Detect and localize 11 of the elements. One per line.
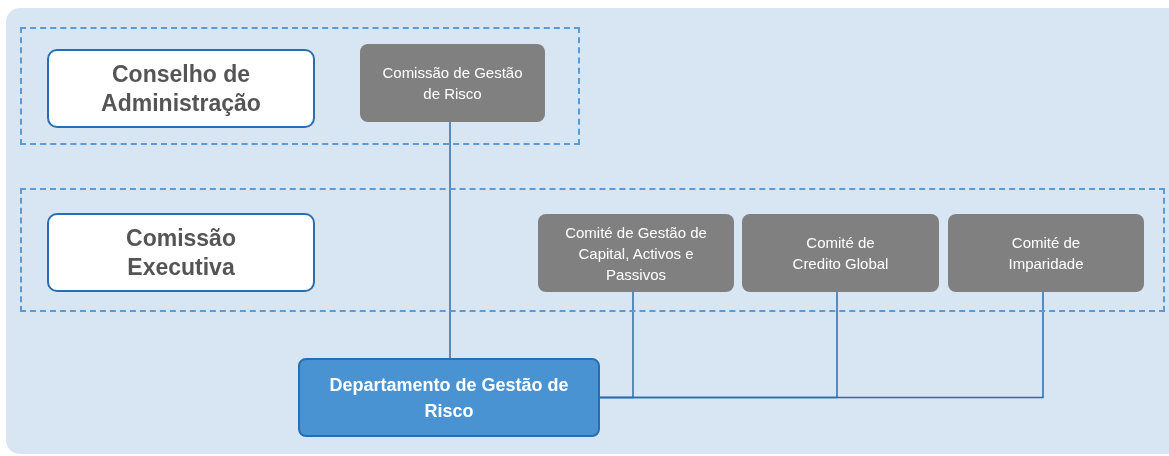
committee-box: Comité de Gestão de Capital, Activos e Passivos bbox=[538, 214, 734, 292]
governance-box: Comissão Executiva bbox=[47, 213, 315, 292]
governance-box: Conselho de Administração bbox=[47, 49, 315, 128]
connector-line bbox=[599, 289, 1044, 399]
committee-box: Comité de Imparidade bbox=[948, 214, 1144, 292]
department-box: Departamento de Gestão de Risco bbox=[298, 358, 600, 437]
connector-line bbox=[449, 119, 451, 359]
dashed-group-frame bbox=[20, 27, 580, 145]
committee-box: Comissão de Gestão de Risco bbox=[360, 44, 545, 122]
dashed-group-frame bbox=[20, 188, 1165, 312]
committee-box: Comité de Credito Global bbox=[742, 214, 939, 292]
